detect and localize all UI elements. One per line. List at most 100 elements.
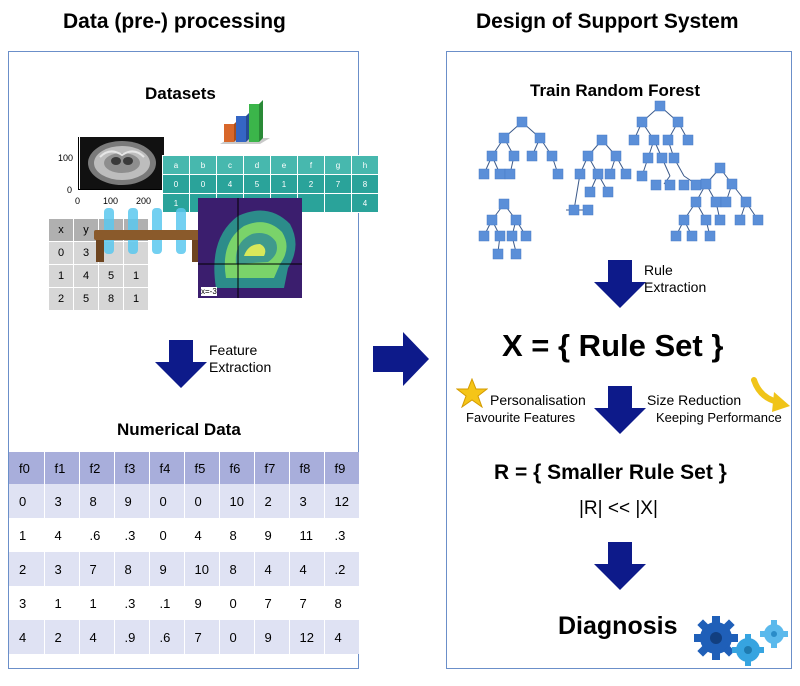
small-cell: 3 [73,241,99,265]
size-reduction-label: Size Reduction [647,392,742,408]
small-cell: 5 [98,264,124,288]
teal-cell: 1 [270,174,298,194]
table-cell: 4 [324,620,360,654]
teal-cell: 4 [216,174,244,194]
table-header-cell: f4 [149,452,185,484]
teal-header-cell: c [216,155,244,175]
favourite-features-label: Favourite Features [466,410,576,425]
table-cell: 4 [184,518,220,552]
left-heading: Data (pre-) processing [63,10,286,33]
table-header-cell: f6 [219,452,255,484]
curved-arrow-icon [751,377,790,412]
table-cell: 4 [44,518,80,552]
table-header-cell: f9 [324,452,360,484]
table-header-cell: f0 [9,452,45,484]
teal-cell: 1 [162,193,190,213]
table-header-cell: f1 [44,452,80,484]
star-icon [456,378,488,408]
teal-header-cell: b [189,155,217,175]
mri-axial-image [80,137,164,189]
down-arrow-icon [594,260,646,308]
teal-header-cell: f [297,155,325,175]
teal-header-cell: a [162,155,190,175]
table-cell: 9 [254,518,290,552]
numerical-data-table: f0 f1 f2 f3 f4 f5 f6 f7 f8 f9 0 3 8 9 0 … [9,452,360,654]
table-header-cell: f7 [254,452,290,484]
rule-set-formula: X = { Rule Set } [502,328,724,363]
table-row: 3 1 1 .3 .1 9 0 7 7 8 [9,586,360,620]
table-cell: 3 [44,484,80,518]
table-cell: 9 [149,552,185,586]
smaller-rule-set-formula: R = { Smaller Rule Set } [494,461,727,484]
table-cell: 0 [149,484,185,518]
table-row: 2 3 7 8 9 10 8 4 4 .2 [9,552,360,586]
inequality-text: |R| << |X| [579,498,658,519]
gears-icon [694,616,788,666]
table-cell: 2 [9,552,45,586]
feature-label: Feature [209,342,258,358]
teal-cell: 0 [162,174,190,194]
small-cell: 1 [123,264,149,288]
test-tube-rack-icon [94,208,202,262]
teal-header-cell: g [324,155,352,175]
down-arrow-icon [594,386,646,434]
brain-caption: x=-3 [201,287,217,296]
teal-cell [297,193,325,213]
mri-y-tick: 0 [67,185,73,195]
table-cell: 7 [254,586,290,620]
table-cell: .6 [79,518,115,552]
diagnosis-label: Diagnosis [558,612,678,640]
table-cell: 4 [9,620,45,654]
table-header-cell: f3 [114,452,150,484]
table-cell: 1 [9,518,45,552]
bar-chart-icon [220,100,270,144]
table-row: 0 3 8 9 0 0 10 2 3 12 [9,484,360,518]
table-cell: 2 [44,620,80,654]
table-cell: 11 [289,518,325,552]
mri-x-tick: 100 [103,196,119,206]
table-cell: .3 [114,586,150,620]
table-cell: 8 [219,552,255,586]
small-cell: 5 [73,287,99,311]
table-cell: 10 [219,484,255,518]
table-cell: .1 [149,586,185,620]
teal-header-cell: e [270,155,298,175]
table-header-cell: f2 [79,452,115,484]
rule-label: Rule [644,262,673,278]
table-cell: 0 [184,484,220,518]
table-cell: .9 [114,620,150,654]
small-cell: 1 [48,264,74,288]
table-cell: .3 [324,518,360,552]
table-cell: 7 [79,552,115,586]
table-header-cell: f5 [184,452,220,484]
forest-title: Train Random Forest [530,81,701,100]
teal-cell: 5 [243,174,271,194]
table-header-cell: f8 [289,452,325,484]
small-cell: 4 [73,264,99,288]
table-cell: 12 [324,484,360,518]
teal-cell [324,193,352,213]
teal-cell: 4 [351,193,379,213]
table-cell: 4 [254,552,290,586]
table-cell: 9 [114,484,150,518]
teal-cell: 2 [297,174,325,194]
table-cell: 7 [184,620,220,654]
teal-cell: 7 [324,174,352,194]
small-cell: 2 [48,287,74,311]
right-arrow-icon [373,332,429,386]
keeping-performance-label: Keeping Performance [656,410,782,425]
teal-cell: 0 [189,174,217,194]
extraction-label: Extraction [209,359,272,375]
table-cell: 7 [289,586,325,620]
table-cell: .2 [324,552,360,586]
table-cell: 2 [254,484,290,518]
mri-x-tick: 200 [136,196,152,206]
mri-y-tick: 100 [58,153,74,163]
numerical-data-title: Numerical Data [117,420,241,439]
table-cell: 8 [79,484,115,518]
table-cell: 0 [9,484,45,518]
table-cell: 8 [114,552,150,586]
table-cell: 8 [324,586,360,620]
small-header-cell: x [48,218,74,242]
small-cell: 1 [123,287,149,311]
